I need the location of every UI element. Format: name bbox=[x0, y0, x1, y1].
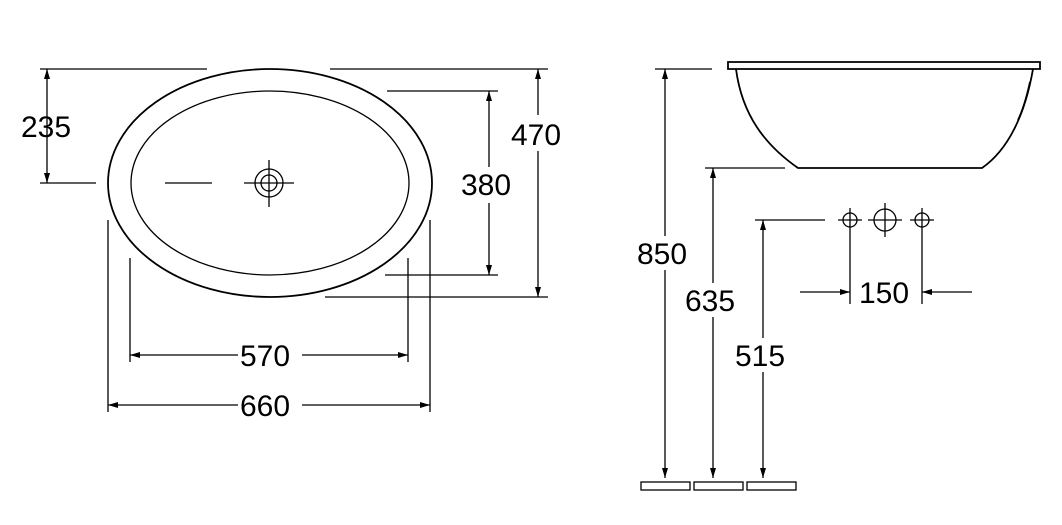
drain-icon bbox=[244, 160, 294, 207]
floor-block bbox=[693, 481, 744, 491]
basin-outer-rim bbox=[107, 68, 433, 298]
dim-label-150: 150 bbox=[859, 277, 909, 310]
tap-hole-left-icon bbox=[838, 208, 862, 232]
dim-label-635: 635 bbox=[685, 285, 735, 318]
basin-bowl-profile bbox=[735, 68, 1034, 169]
floor-block bbox=[640, 481, 691, 491]
dim-label-470: 470 bbox=[511, 119, 561, 152]
basin-inner-bowl bbox=[130, 90, 410, 276]
tap-hole-center-icon bbox=[868, 203, 902, 237]
plan-view: 235 470 380 570 660 bbox=[21, 68, 564, 423]
dim-label-380: 380 bbox=[461, 169, 511, 202]
dim-label-235: 235 bbox=[21, 111, 71, 144]
tap-hole-right-icon bbox=[910, 208, 934, 232]
side-view: 850 635 515 150 bbox=[636, 61, 1041, 491]
basin-rim bbox=[727, 61, 1041, 70]
dim-label-570: 570 bbox=[240, 340, 290, 373]
dim-label-660: 660 bbox=[240, 390, 290, 423]
floor-block bbox=[746, 481, 797, 491]
dim-label-515: 515 bbox=[735, 340, 785, 373]
dim-label-850: 850 bbox=[637, 238, 687, 271]
